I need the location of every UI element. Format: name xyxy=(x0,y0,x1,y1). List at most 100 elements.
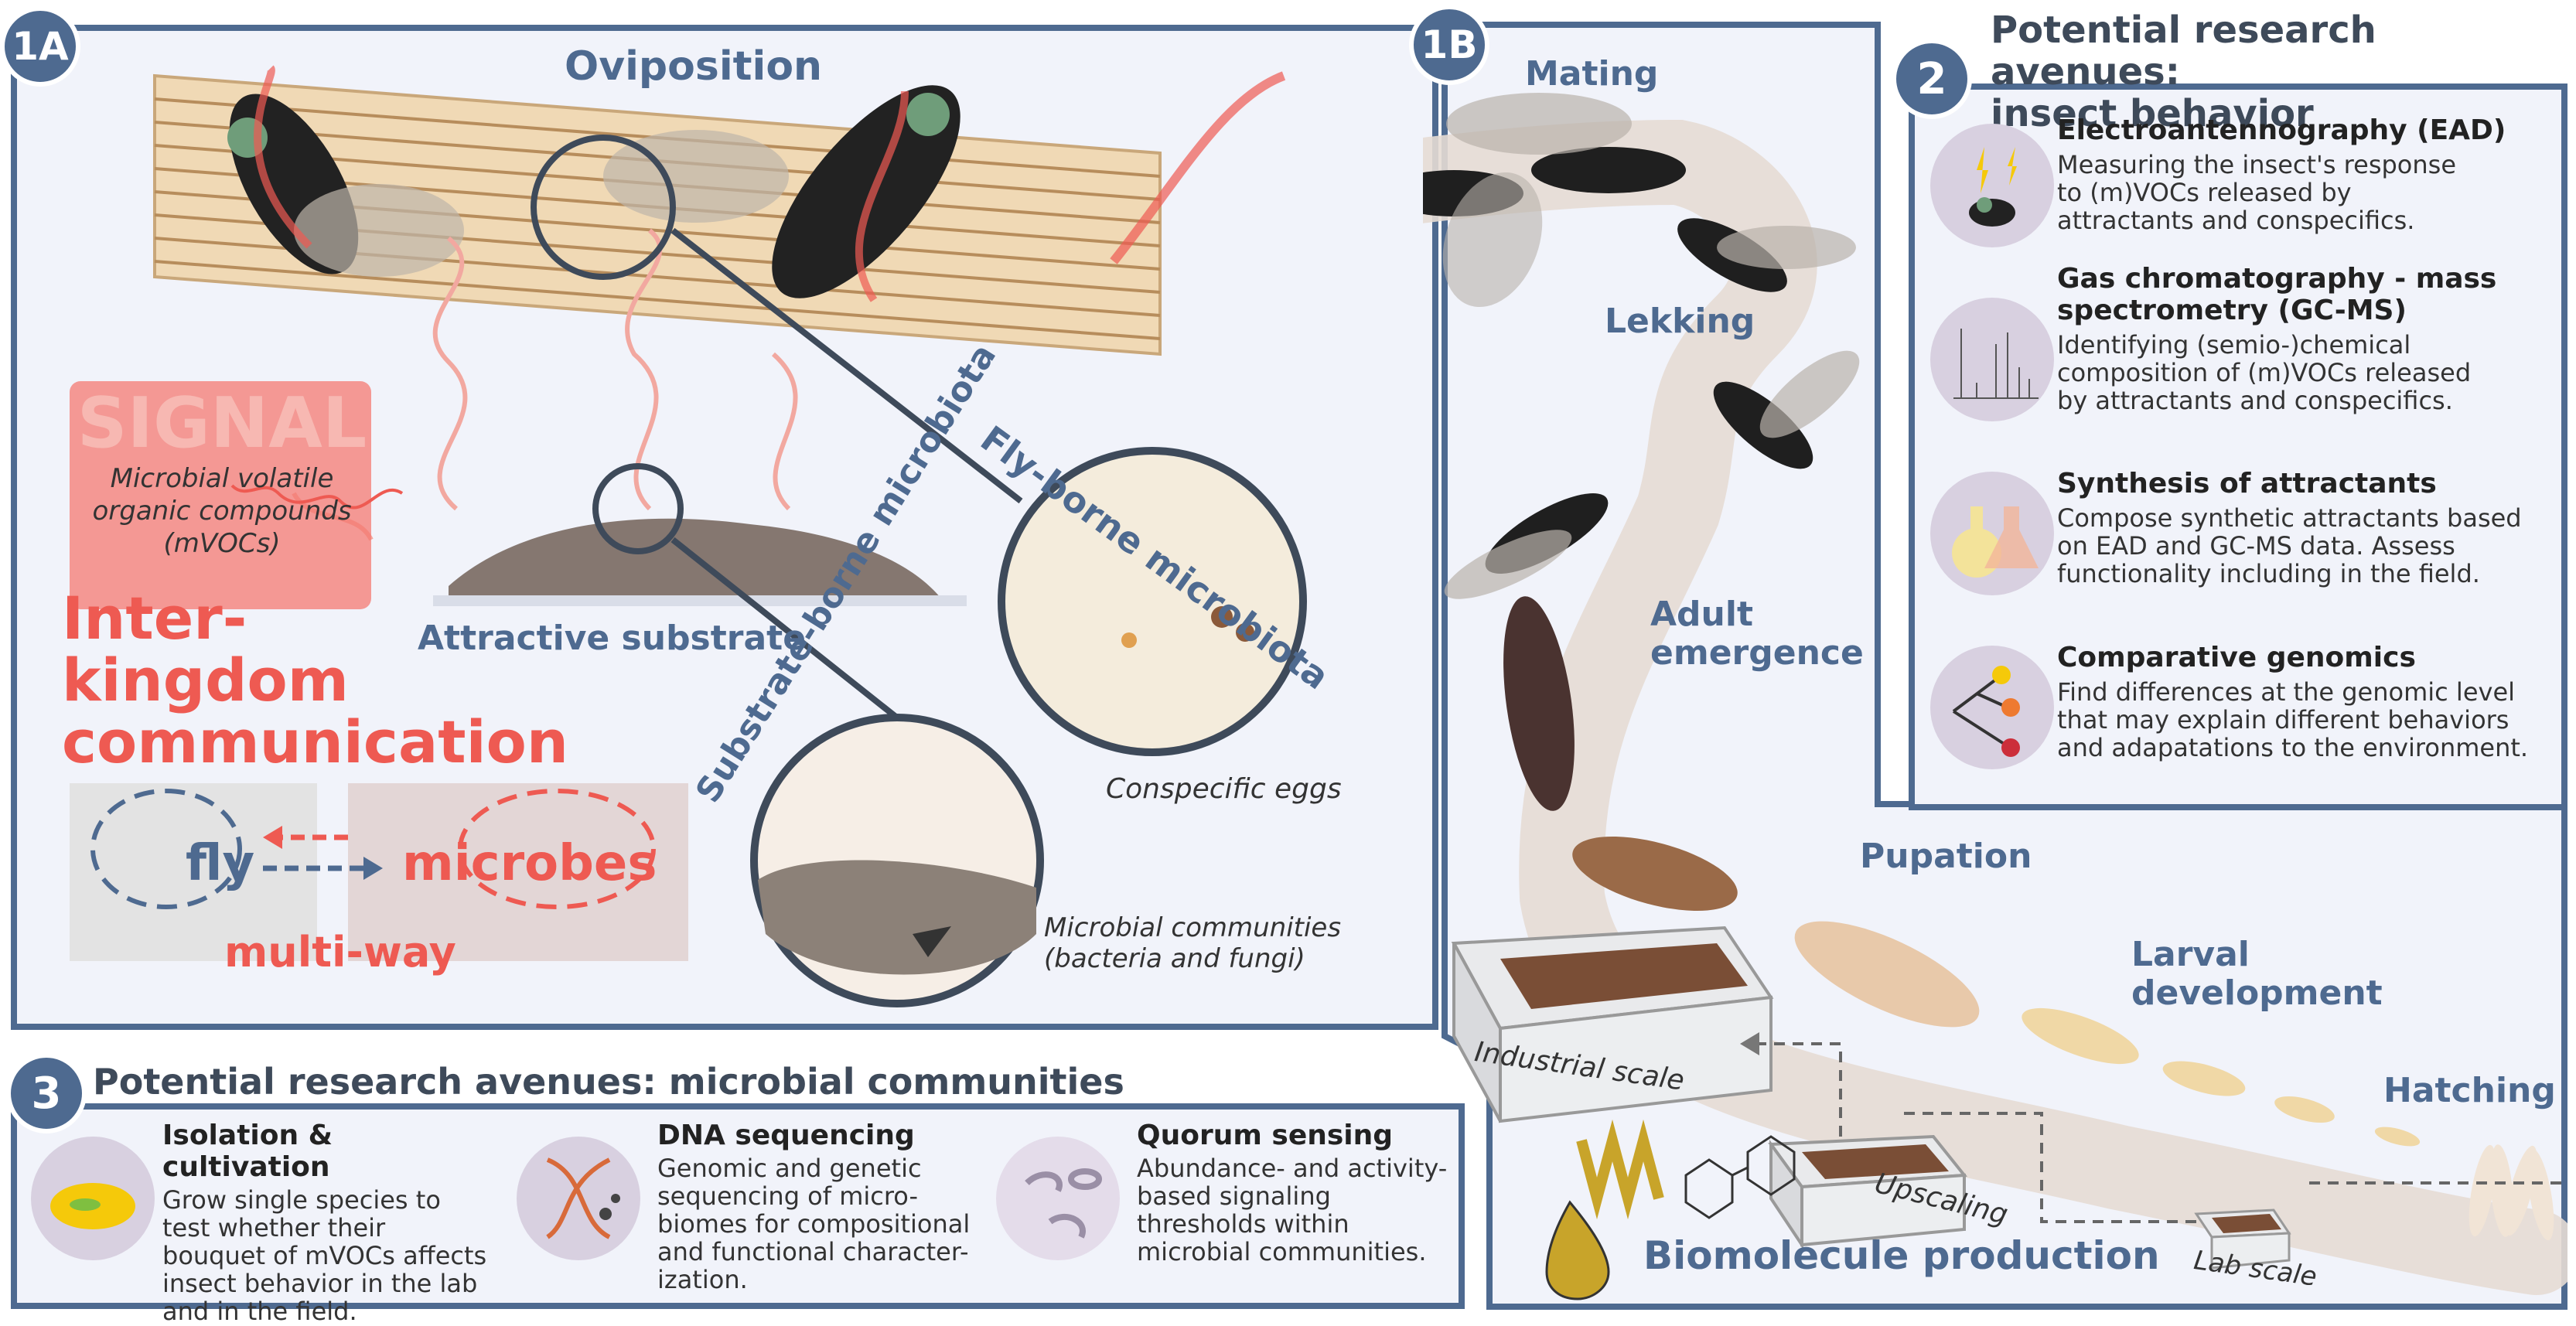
signal-sub-2: organic compounds xyxy=(92,496,352,527)
upscaling-crate xyxy=(1768,1134,1967,1250)
microbial-communities-line-2: (bacteria and fungi) xyxy=(1044,943,1305,974)
label-attractive-substrate: Attractive substrate xyxy=(418,619,807,658)
panel-3-item-1: Isolation & cultivation Grow single spec… xyxy=(162,1120,503,1325)
p3-item-2-body-2: sequencing of micro- xyxy=(657,1181,919,1211)
panel-2-title-line-1: Potential research avenues: xyxy=(1991,9,2376,94)
item-3-body-1: Compose synthetic attractants based xyxy=(2057,503,2522,533)
larval-development-line-2: development xyxy=(2131,973,2383,1013)
stage-mating: Mating xyxy=(1525,54,1659,94)
lekking-flies xyxy=(1677,218,1860,469)
label-multi-way: multi-way xyxy=(224,928,456,977)
fly-left-illustration xyxy=(227,94,464,277)
item-2-title-2: spectrometry (GC-MS) xyxy=(2057,295,2407,326)
phylogeny-icon xyxy=(1930,646,2054,769)
label-fly: fly xyxy=(186,835,255,892)
chitin-icon xyxy=(1576,1119,1664,1220)
item-2-body-3: by attractants and conspecifics. xyxy=(2057,386,2453,415)
microbes-icon xyxy=(996,1137,1120,1260)
inter-kingdom-line-2: kingdom xyxy=(62,646,349,714)
adult-emergence-line-2: emergence xyxy=(1650,633,1864,673)
signal-sub-3: (mVOCs) xyxy=(163,528,281,559)
p3-item-2-title: DNA sequencing xyxy=(657,1120,915,1151)
adult-fly xyxy=(1444,493,1609,599)
item-2-title-1: Gas chromatography - mass xyxy=(2057,263,2497,295)
gc-ms-icon xyxy=(1930,298,2054,421)
badge-3: 3 xyxy=(6,1053,87,1133)
mating-flies xyxy=(1423,93,1686,308)
larval-development-line-1: Larval xyxy=(2131,935,2250,974)
p3-item-1-title: Isolation & cultivation xyxy=(162,1120,333,1183)
oil-drop-icon xyxy=(1545,1200,1610,1300)
panel-2-item-2: Gas chromatography - mass spectrometry (… xyxy=(2057,263,2552,414)
p3-item-3-body-4: microbial communities. xyxy=(1137,1237,1427,1266)
badge-1b: 1B xyxy=(1409,5,1489,85)
fly-borne-circle xyxy=(998,447,1307,756)
eggs-cluster xyxy=(2469,1144,2554,1241)
item-3-body-2: on EAD and GC-MS data. Assess xyxy=(2057,531,2455,561)
item-2-body-1: Identifying (semio-)chemical xyxy=(2057,330,2411,360)
stage-larval-development: Larval development xyxy=(2131,936,2383,1013)
label-oviposition: Oviposition xyxy=(565,43,823,90)
item-4-body-3: and adapatations to the environment. xyxy=(2057,733,2529,762)
stage-hatching: Hatching xyxy=(2383,1071,2556,1110)
panel-3 xyxy=(11,1103,1465,1309)
panel-2-item-1: Electroantennography (EAD) Measuring the… xyxy=(2057,114,2552,234)
item-4-body-1: Find differences at the genomic level xyxy=(2057,677,2516,707)
flask-icon xyxy=(1930,472,2054,595)
panel-1a-illustration xyxy=(70,65,1307,1007)
p3-item-2-body-1: Genomic and genetic xyxy=(657,1154,922,1183)
item-1-title: Electroantennography (EAD) xyxy=(2057,114,2506,146)
petri-dish-icon xyxy=(31,1137,155,1260)
p3-item-3-body-2: based signaling xyxy=(1137,1181,1331,1211)
item-3-title: Synthesis of attractants xyxy=(2057,468,2437,499)
signal-title: SIGNAL xyxy=(77,383,367,464)
stage-pupation: Pupation xyxy=(1860,837,2032,876)
p3-item-1-body-2: test whether their xyxy=(162,1213,386,1242)
p3-item-1-body-3: bouquet of mVOCs affects xyxy=(162,1241,487,1270)
badge-1a: 1A xyxy=(0,6,80,87)
item-4-body-2: that may explain different behaviors xyxy=(2057,705,2509,735)
panel-2-item-4: Comparative genomics Find differences at… xyxy=(2057,642,2552,762)
inter-kingdom-line-3: communication xyxy=(62,707,568,776)
label-microbial-communities: Microbial communities (bacteria and fung… xyxy=(1044,912,1341,974)
life-cycle-illustration xyxy=(1423,93,2567,1300)
p3-item-1-body-4: insect behavior in the lab xyxy=(162,1269,478,1298)
p3-item-2-body-4: and functional character- xyxy=(657,1237,969,1266)
item-2-body-2: composition of (m)VOCs released xyxy=(2057,358,2472,387)
substrate-borne-circle xyxy=(750,714,1044,1007)
badge-2: 2 xyxy=(1892,39,1972,119)
p3-item-3-body-1: Abundance- and activity- xyxy=(1137,1154,1448,1183)
item-3-body-3: functionality including in the field. xyxy=(2057,559,2480,588)
panel-3-item-2: DNA sequencing Genomic and genetic seque… xyxy=(657,1120,1005,1294)
dna-icon xyxy=(517,1137,640,1260)
industrial-crate xyxy=(1451,925,1774,1123)
label-microbes: microbes xyxy=(402,835,657,892)
stage-adult-emergence: Adult emergence xyxy=(1650,595,1864,673)
signal-box: SIGNAL Microbial volatile organic compou… xyxy=(71,382,373,606)
item-4-title: Comparative genomics xyxy=(2057,642,2416,673)
inter-kingdom-line-1: Inter- xyxy=(62,584,247,653)
p3-item-3-title: Quorum sensing xyxy=(1137,1120,1394,1151)
ead-icon xyxy=(1930,124,2054,247)
protein-molecule-icon xyxy=(1684,1135,1796,1219)
p3-item-3-body-3: thresholds within xyxy=(1137,1209,1349,1239)
label-conspecific-eggs: Conspecific eggs xyxy=(1106,773,1342,805)
inter-kingdom-heading: Inter- kingdom communication xyxy=(62,588,568,773)
item-1-body-2: to (m)VOCs released by xyxy=(2057,178,2352,207)
lab-crate xyxy=(2194,1208,2291,1270)
panel-2-title: Potential research avenues: insect behav… xyxy=(1991,9,2576,135)
p3-item-2-body-5: ization. xyxy=(657,1265,748,1294)
prepupa xyxy=(1572,837,1738,911)
adult-emergence-line-1: Adult xyxy=(1650,595,1753,634)
pupa xyxy=(1503,596,1575,811)
item-1-body-3: attractants and conspecifics. xyxy=(2057,206,2415,235)
panel-3-title: Potential research avenues: microbial co… xyxy=(93,1061,1124,1103)
panel-2-title-line-2: insect behavior xyxy=(1991,92,2314,135)
p3-item-1-body-5: and in the field. xyxy=(162,1297,357,1326)
panel-3-item-3: Quorum sensing Abundance- and activity- … xyxy=(1137,1120,1462,1266)
signal-sub-1: Microbial volatile xyxy=(110,463,334,494)
panel-2-item-3: Synthesis of attractants Compose synthet… xyxy=(2057,468,2552,588)
p3-item-2-body-3: biomes for compositional xyxy=(657,1209,971,1239)
microbial-communities-line-1: Microbial communities xyxy=(1044,912,1342,943)
stage-lekking: Lekking xyxy=(1605,302,1755,341)
